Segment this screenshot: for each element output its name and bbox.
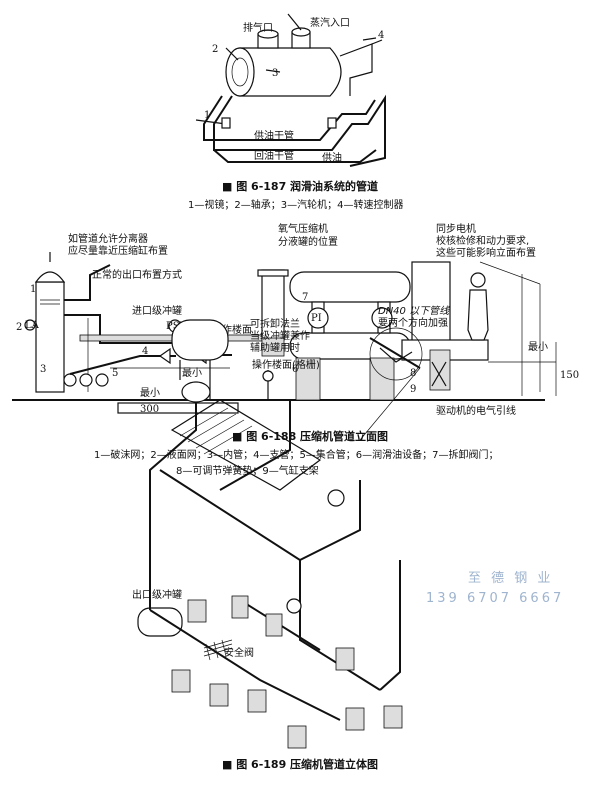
callout-188-9: 9 — [410, 384, 416, 395]
note-oxygen-2: 分液罐的位置 — [278, 235, 338, 248]
label-supply: 供油 — [322, 151, 342, 164]
dn40-detail-pipe — [369, 337, 421, 369]
foundation-300 — [117, 402, 239, 414]
fig188-caption: ■ 图 6-188 压缩机管道立面图 — [232, 429, 388, 443]
callout-3: 3 — [272, 68, 278, 79]
label-supply-main: 供油干管 — [254, 129, 294, 142]
label-motor-cable: 驱动机的电气引线 — [436, 404, 516, 417]
label-dn40-2: 要两个方向加强 — [378, 316, 448, 329]
callout-2: 2 — [212, 44, 218, 55]
fig187-diagram: 排气口 蒸汽入口 供油干管 回油干管 供油 1 2 3 4 — [195, 13, 386, 167]
pipe-network — [149, 400, 401, 721]
fig189-diagram: 进口级冲罐 可拆卸法兰 当级冲罐兼作 辅助罐用时 操作楼面(格栅) 出口级冲罐 … — [132, 304, 450, 749]
label-inlet-drum: 进口级冲罐 — [132, 304, 182, 317]
label-la: LA — [25, 320, 40, 331]
callout-188-7: 7 — [302, 292, 308, 303]
label-steam-inlet: 蒸汽入口 — [310, 16, 350, 29]
supply-main-pipe — [213, 94, 386, 167]
inlet-drum — [171, 319, 229, 361]
label-platform-grating: 操作楼面(格栅) — [252, 358, 320, 371]
callout-188-4: 4 — [142, 346, 148, 357]
return-main-pipe — [203, 95, 376, 141]
person-figure — [467, 272, 489, 341]
fig189-caption: ■ 图 6-189 压缩机管道立体图 — [222, 757, 378, 771]
callout-188-5: 5 — [112, 368, 118, 379]
label-dn40-1: DN40 以下管线 — [378, 305, 450, 317]
label-300: 300 — [140, 404, 159, 415]
label-150: 150 — [560, 370, 579, 381]
callout-4: 4 — [378, 30, 384, 41]
turbine-body — [239, 47, 342, 97]
speed-controller — [339, 43, 373, 96]
label-min-1: 最小 — [182, 367, 202, 379]
fig187-caption: ■ 图 6-187 润滑油系统的管道 — [222, 179, 378, 193]
label-flange: 可拆卸法兰 — [250, 317, 300, 330]
label-aux-1: 当级冲罐兼作 — [250, 329, 310, 342]
callout-1: 1 — [204, 110, 210, 121]
watermark-line-1: 至 德 钢 业 — [468, 571, 553, 586]
note-motor-3: 这些可能影响立面布置 — [436, 246, 536, 259]
callout-188-3: 3 — [40, 364, 46, 375]
synchronous-motor — [411, 261, 451, 343]
fig188-legend-2: 8—可调节弹簧垫；9—气缸支架 — [176, 464, 319, 477]
label-safety-valve: 安全阀 — [224, 646, 254, 659]
callout-188-6: 6 — [292, 364, 298, 375]
label-pi: PI — [311, 313, 322, 324]
note-separator-2: 应尽量靠近压缩缸布置 — [68, 244, 168, 257]
separator-vessel — [35, 281, 65, 393]
label-outlet-drum: 出口级冲罐 — [132, 588, 182, 601]
outlet-drum — [137, 607, 183, 637]
label-min-3: 最小 — [528, 341, 548, 353]
compressor-upper — [289, 271, 411, 303]
label-exhaust: 排气口 — [243, 21, 273, 34]
watermark-line-2: 139 6707 6667 — [426, 591, 564, 606]
note-separator-1: 如管道允许分离器 — [68, 232, 148, 245]
label-aux-2: 辅助罐用时 — [250, 341, 300, 354]
note-motor-1: 同步电机 — [436, 222, 476, 235]
callout-188-1: 1 — [30, 284, 36, 295]
callout-188-2: 2 — [16, 322, 22, 333]
fig188-diagram: 如管道允许分离器 应尽量靠近压缩缸布置 正常的出口布置方式 氧气压缩机 分液罐的… — [12, 222, 579, 417]
fig188-legend-1: 1—破沫网；2—液面网；3—内管；4—支管；5—集合管；6—润滑油设备；7—拆卸… — [94, 448, 499, 461]
label-return-main: 回油干管 — [254, 149, 294, 162]
outlet-pipe — [64, 264, 111, 301]
fig187-legend: 1—视镜；2—轴承；3—汽轮机；4—转速控制器 — [188, 198, 403, 211]
note-outlet: 正常的出口布置方式 — [92, 268, 182, 281]
note-motor-2: 校核检修和动力要求, — [436, 234, 529, 247]
turbine-end — [225, 47, 255, 97]
note-oxygen-1: 氧气压缩机 — [278, 222, 328, 235]
label-min-2: 最小 — [140, 387, 160, 399]
